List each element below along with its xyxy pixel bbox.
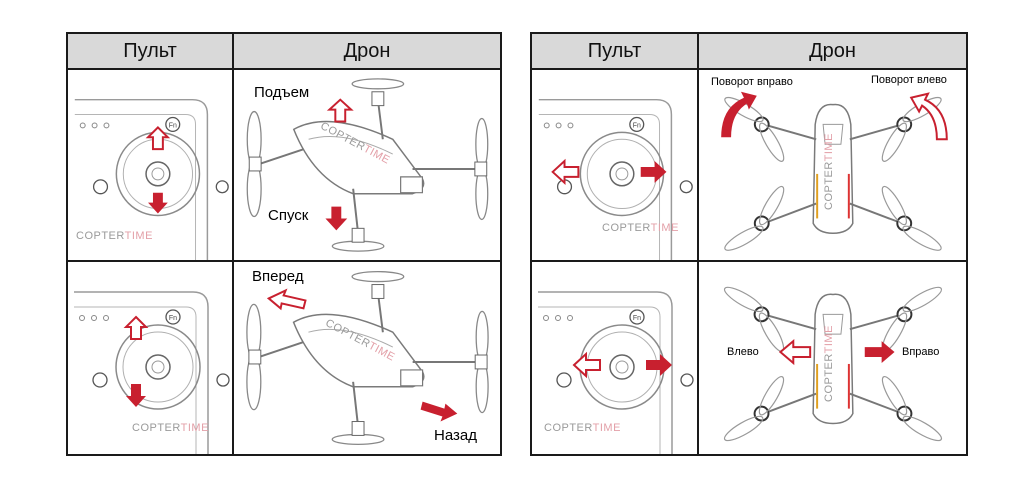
left-outline-arrow-icon xyxy=(572,351,601,379)
header-remote: Пульт xyxy=(68,34,234,70)
drone-side-illustration xyxy=(245,270,490,446)
down-filled-arrow-icon xyxy=(325,206,348,231)
down-label: Спуск xyxy=(268,207,309,224)
watermark: COPTERTIME xyxy=(132,422,209,434)
right-filled-arrow-icon xyxy=(640,161,667,183)
rotate-left-label: Поворот влево xyxy=(871,74,947,86)
header-drone: Дрон xyxy=(234,34,500,70)
right-label: Вправо xyxy=(902,346,940,358)
forward-label: Вперед xyxy=(252,268,304,285)
down-filled-arrow-icon xyxy=(148,192,168,214)
watermark: COPTERTIME xyxy=(544,422,621,434)
drone-top-illustration xyxy=(721,91,948,256)
drone-forward-back-cell: Вперед Назад COPTERTIME xyxy=(234,262,500,454)
watermark: COPTERTIME xyxy=(76,230,153,242)
header-remote: Пульт xyxy=(532,34,699,70)
left-control-table: Пульт Дрон COPTERTIME Подъем Спуск COPTE… xyxy=(66,32,502,456)
forward-outline-arrow-icon xyxy=(266,288,307,311)
drone-side-illustration xyxy=(246,77,489,253)
watermark: COPTERTIME xyxy=(602,222,679,234)
rotate-right-label: Поворот вправо xyxy=(711,76,793,88)
down-filled-arrow-icon xyxy=(126,384,146,407)
left-outline-arrow-icon xyxy=(551,158,580,186)
up-label: Подъем xyxy=(254,84,310,101)
right-filled-arrow-icon xyxy=(646,354,672,376)
drone-updown-cell: Подъем Спуск COPTERTIME xyxy=(234,70,500,262)
back-label: Назад xyxy=(434,427,477,444)
remote-roll-illustration xyxy=(537,291,694,454)
drone-top-illustration xyxy=(720,282,946,446)
watermark: COPTERTIME xyxy=(823,325,835,402)
up-outline-arrow-icon xyxy=(145,125,171,151)
rotate-right-arrow-icon xyxy=(721,91,757,138)
right-control-table: Пульт Дрон COPTERTIME Поворот вправо Пов… xyxy=(530,32,968,456)
remote-pitch-cell: COPTERTIME xyxy=(68,262,234,454)
drone-roll-cell: Влево Вправо COPTERTIME xyxy=(699,262,966,454)
left-label: Влево xyxy=(727,346,759,358)
remote-throttle-illustration xyxy=(74,98,229,260)
remote-roll-cell: COPTERTIME xyxy=(532,262,699,454)
drone-yaw-cell: Поворот вправо Поворот влево COPTERTIME xyxy=(699,70,966,262)
left-outline-arrow-icon xyxy=(778,338,812,366)
up-outline-arrow-icon xyxy=(123,315,149,340)
rotate-left-arrow-icon xyxy=(909,92,948,141)
remote-pitch-illustration xyxy=(73,291,230,454)
remote-throttle-cell: COPTERTIME xyxy=(68,70,234,262)
up-outline-arrow-icon xyxy=(326,98,354,123)
header-drone: Дрон xyxy=(699,34,966,70)
back-filled-arrow-icon xyxy=(420,401,458,422)
remote-yaw-cell: COPTERTIME xyxy=(532,70,699,262)
watermark: COPTERTIME xyxy=(823,133,835,210)
remote-yaw-illustration xyxy=(538,98,693,260)
right-filled-arrow-icon xyxy=(864,341,895,363)
